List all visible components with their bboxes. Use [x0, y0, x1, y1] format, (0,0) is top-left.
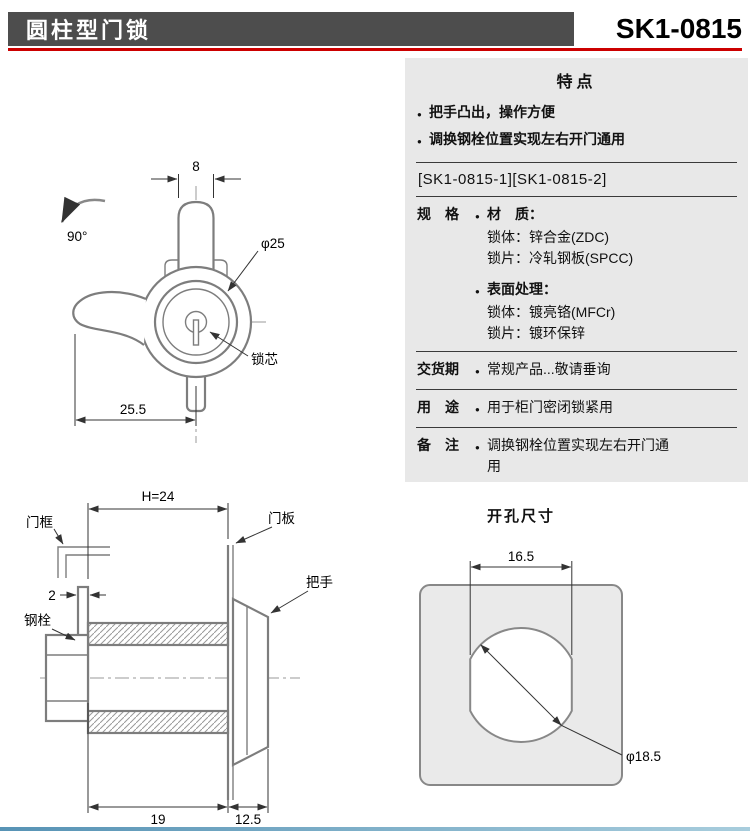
surface-heading: ● 表面处理： [475, 279, 736, 302]
usage-content: ● 用于柜门密闭锁紧用 [475, 397, 736, 420]
side-view-drawing: H=24 门框 门板 把手 钢栓 2 19 12.5 [24, 489, 333, 827]
feature-text: 把手凸出，操作方便 [429, 104, 555, 120]
delivery-value: 常规产品...敬请垂询 [487, 361, 611, 377]
delivery-content: ● 常规产品...敬请垂询 [475, 359, 736, 382]
dim-width-label: 8 [192, 159, 200, 174]
front-view-drawing: 8 90° φ25 锁芯 25.5 [60, 159, 285, 443]
lock-body-bottom-wall [86, 709, 230, 735]
door-panel-label: 门板 [268, 511, 295, 526]
bullet-icon: ● [475, 443, 480, 452]
handle-label: 把手 [306, 575, 333, 590]
spec-row-remark: 备 注 ● 调换钢栓位置实现左右开门通用 [415, 428, 738, 484]
page-header: 圆柱型门锁 SK1-0815 [8, 12, 742, 46]
dim-flat-label: 16.5 [508, 549, 534, 564]
surface-line: 锁体：镀亮铬(MFCr) [487, 304, 616, 320]
door-frame-section [57, 546, 110, 578]
delivery-label: 交货期 [417, 361, 459, 377]
spec-row-delivery: 交货期 ● 常规产品...敬请垂询 [415, 352, 738, 389]
spec-row-usage: 用 途 ● 用于柜门密闭锁紧用 [415, 390, 738, 427]
lock-core-label: 锁芯 [251, 352, 278, 367]
handle-side-profile [231, 597, 270, 767]
footer-rule [0, 827, 750, 831]
bullet-icon: ● [417, 110, 422, 119]
material-label: 材 质： [487, 206, 543, 222]
bullet-icon: ● [475, 212, 480, 221]
handle-lever [72, 290, 147, 346]
spec-content: ● 材 质： 锁体：锌合金(ZDC) 锁片：冷轧钢板(SPCC) ● 表面处理：… [475, 204, 736, 344]
feature-item: ● 把手凸出，操作方便 [417, 100, 736, 127]
feature-item: ● 调换钢栓位置实现左右开门通用 [417, 127, 736, 154]
feature-list: ● 把手凸出，操作方便 ● 调换钢栓位置实现左右开门通用 [415, 100, 738, 162]
hex-nut [44, 633, 90, 723]
rotation-angle-label: 90° [67, 229, 87, 244]
door-frame-label: 门框 [26, 515, 53, 530]
bullet-icon: ● [417, 137, 422, 146]
diameter-label: φ25 [261, 236, 285, 251]
variant-codes: [SK1-0815-1][SK1-0815-2] [418, 171, 607, 188]
knob-stem [177, 200, 215, 278]
divider [416, 351, 737, 352]
divider [416, 389, 737, 390]
features-title: 特点 [556, 74, 597, 91]
dim-thickness-label: 2 [48, 588, 56, 603]
dim-length-label: 25.5 [120, 402, 146, 417]
cutout-drawing: 16.5 φ18.5 [419, 549, 661, 786]
title-bar: 圆柱型门锁 [8, 12, 574, 46]
divider [416, 196, 737, 197]
spec-panel: 特点 ● 把手凸出，操作方便 ● 调换钢栓位置实现左右开门通用 [SK1-081… [405, 58, 748, 482]
usage-value: 用于柜门密闭锁紧用 [487, 399, 613, 415]
lock-body-top-wall [86, 621, 230, 647]
cutout-title: 开孔尺寸 [486, 508, 555, 525]
remark-content: ● 调换钢栓位置实现左右开门通用 [475, 435, 736, 477]
rotation-arc-icon [60, 196, 106, 224]
feature-text: 调换钢栓位置实现左右开门通用 [429, 131, 625, 147]
spec-row-specification: 规 格 ● 材 质： 锁体：锌合金(ZDC) 锁片：冷轧钢板(SPCC) ● 表… [415, 197, 738, 351]
divider [416, 162, 737, 163]
header-rule [8, 48, 742, 51]
page-title: 圆柱型门锁 [26, 18, 152, 43]
bullet-icon: ● [475, 287, 480, 296]
material-heading: ● 材 质： [475, 204, 736, 227]
surface-line: 锁片：镀环保锌 [487, 325, 585, 341]
bullet-icon: ● [475, 405, 480, 414]
dim-handle-label: 12.5 [235, 812, 261, 827]
keyhole-slot [192, 319, 200, 346]
spec-label: 规 格 [417, 206, 459, 222]
model-number: SK1-0815 [574, 12, 742, 46]
bullet-icon: ● [475, 367, 480, 376]
steel-bolt-label: 钢栓 [24, 613, 51, 628]
material-line: 锁体：锌合金(ZDC) [487, 229, 610, 245]
dim-height-label: H=24 [142, 489, 175, 504]
material-line: 锁片：冷轧钢板(SPCC) [487, 250, 634, 266]
spacer [475, 269, 736, 279]
remark-value: 调换钢栓位置实现左右开门通用 [487, 437, 669, 474]
usage-label: 用 途 [417, 399, 459, 415]
remark-label: 备 注 [417, 437, 459, 453]
divider [416, 427, 737, 428]
knob-shoulders [164, 259, 228, 280]
dim-diameter-label: φ18.5 [626, 749, 661, 764]
dim-body-label: 19 [150, 812, 165, 827]
surface-label: 表面处理： [487, 281, 557, 297]
